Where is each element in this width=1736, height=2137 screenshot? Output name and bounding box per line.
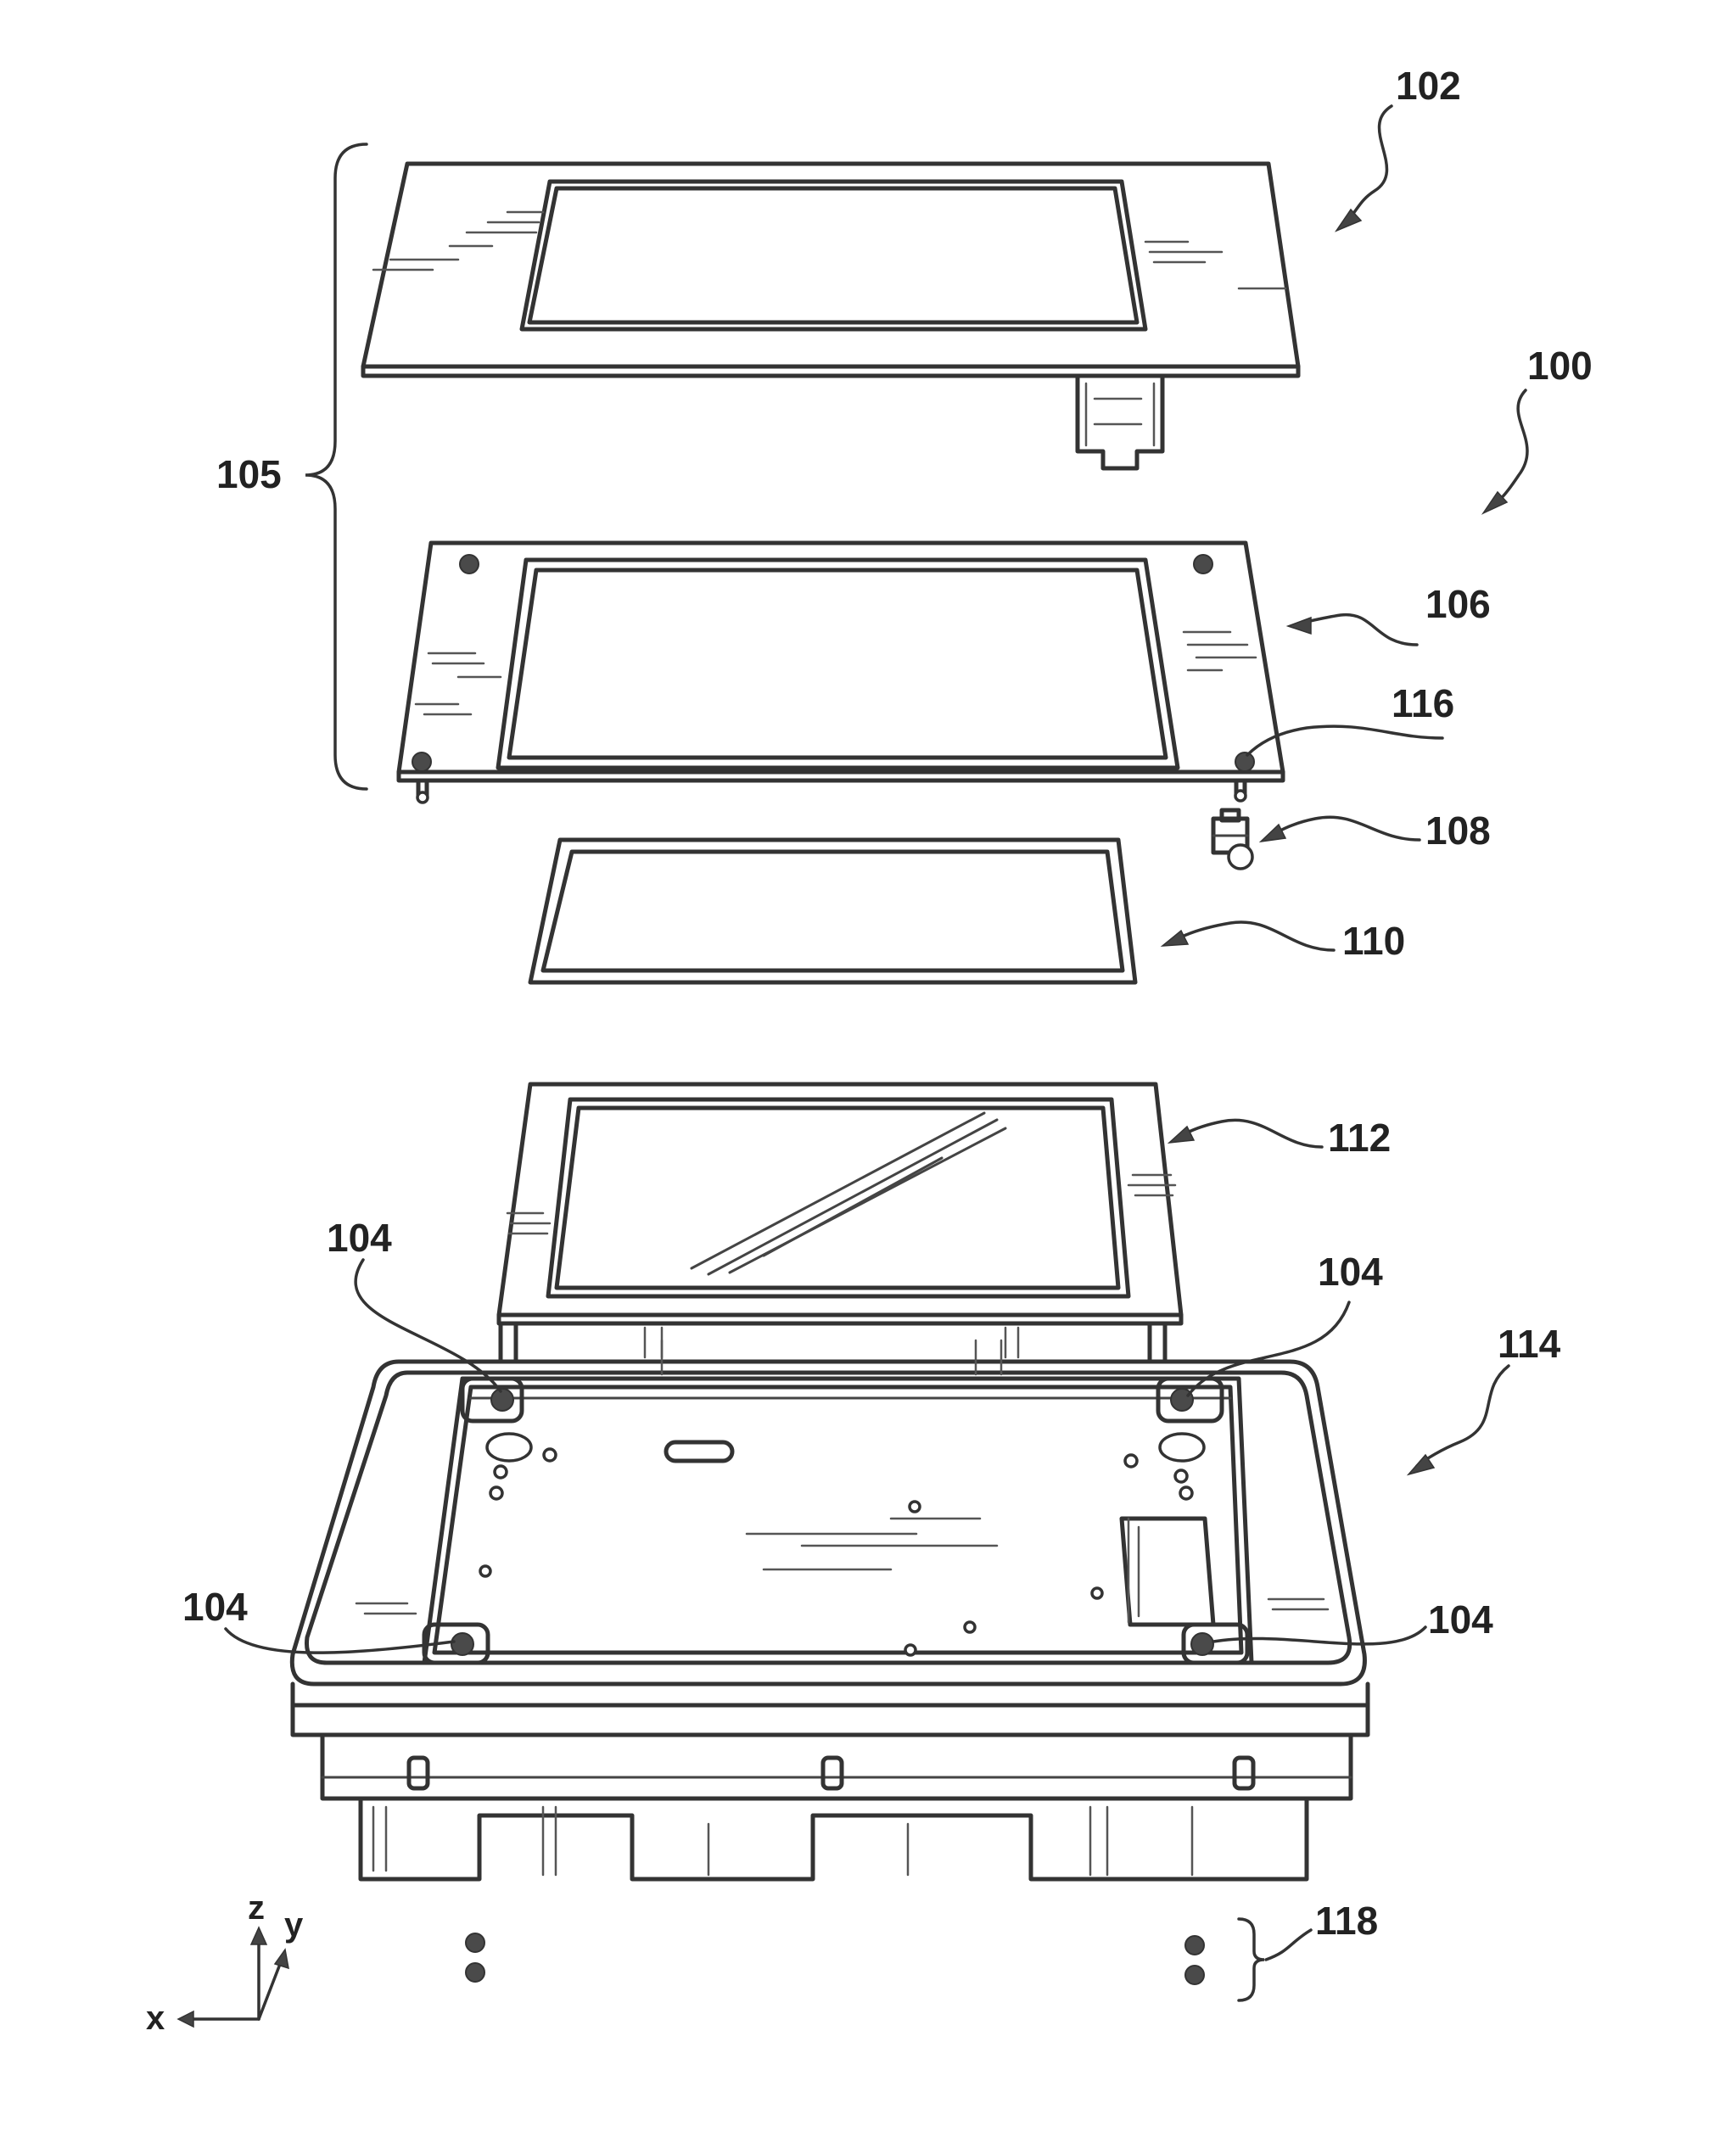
label-106: 106	[1425, 582, 1491, 626]
bracket-105	[305, 143, 368, 791]
x-axis-label: x	[146, 2000, 165, 2037]
label-112: 112	[1328, 1116, 1391, 1160]
lip-bosses	[406, 1755, 1256, 1791]
component-108	[1211, 808, 1254, 870]
label-110: 110	[1342, 919, 1405, 963]
label-105: 105	[216, 452, 282, 496]
y-axis-arrowhead	[273, 1948, 289, 1970]
gasket-110	[528, 837, 1138, 985]
z-axis-label: z	[248, 1889, 265, 1927]
label-116: 116	[1392, 681, 1454, 725]
label-104-top-right: 104	[1318, 1250, 1383, 1294]
display-112	[496, 1082, 1184, 1359]
label-118: 118	[1315, 1899, 1378, 1943]
leader-lines	[224, 104, 1529, 2002]
housing-114	[289, 1321, 1370, 1882]
z-axis-arrowhead	[249, 1926, 268, 1945]
label-104-bottom-right: 104	[1428, 1597, 1493, 1642]
label-114: 114	[1498, 1322, 1561, 1366]
coordinate-axes: z y x	[146, 1889, 304, 2037]
cover-plate-102	[361, 161, 1301, 471]
screws-118	[465, 1933, 1205, 1985]
label-100: 100	[1527, 344, 1593, 388]
label-104-bottom-left: 104	[182, 1585, 248, 1629]
reference-numerals: 102 100 105 106 116 108 110 112 104 104 …	[182, 64, 1593, 1943]
label-102: 102	[1396, 64, 1461, 108]
bezel-plate-106	[396, 540, 1285, 804]
label-104-top-left: 104	[327, 1216, 392, 1260]
label-108: 108	[1425, 808, 1491, 853]
x-axis-arrowhead	[176, 2010, 194, 2028]
y-axis-label: y	[284, 1906, 304, 1944]
